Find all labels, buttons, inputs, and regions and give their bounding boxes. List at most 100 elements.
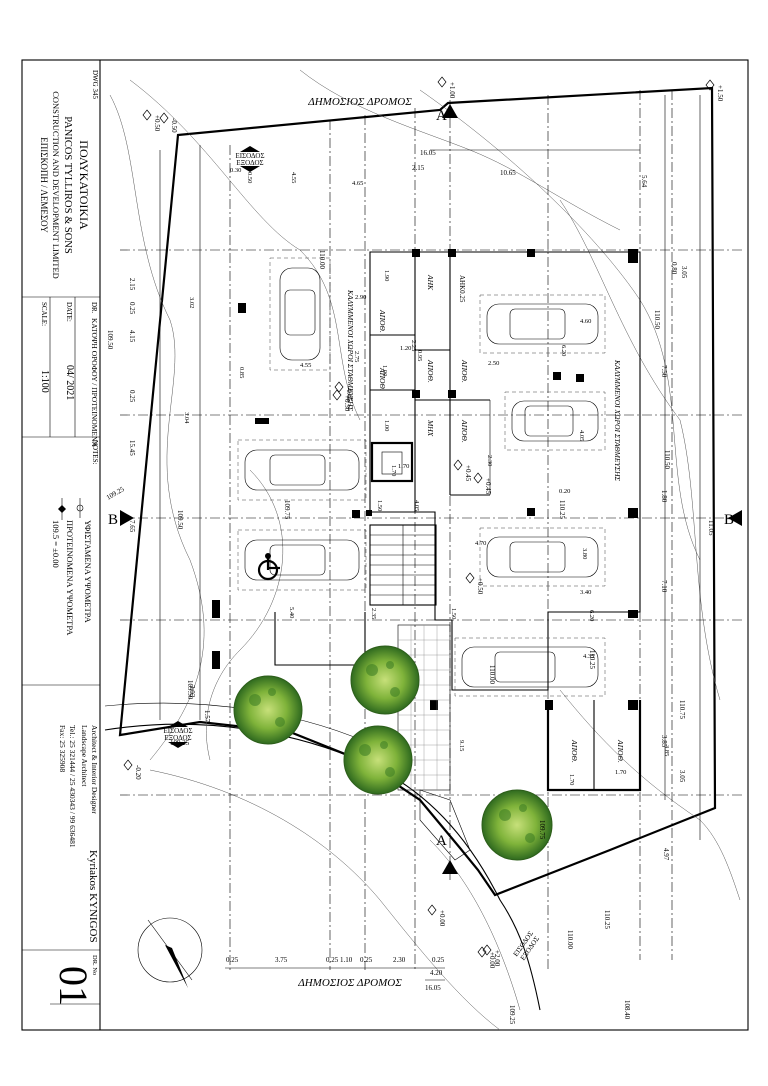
road-label-bottom: ΔΗΜΟΣΙΟΣ ΔΡΟΜΟΣ <box>297 977 402 989</box>
dim-misc-label: 1.90 <box>381 365 388 376</box>
dim-misc-label: 4.60 <box>580 318 591 325</box>
spot-level-label: 110.25 <box>588 650 596 669</box>
dim-misc-label: 0.50 <box>246 172 253 183</box>
dim-misc-label: 2.50 <box>488 360 499 367</box>
date-value: 04/ 2021 <box>64 365 75 400</box>
dim-misc-label: 0.20 <box>559 488 570 495</box>
dim-misc-label: 4.05 <box>578 430 585 441</box>
contour-lines <box>109 69 741 1031</box>
north-arrow-icon <box>137 917 203 988</box>
sheet-no-label: DR. No <box>91 955 98 975</box>
drawing-code: DWG 345 <box>91 70 99 99</box>
scale-label: SCALE: <box>40 302 48 326</box>
plot-boundary <box>104 86 717 1011</box>
car-left-3 <box>237 529 367 591</box>
room-storage-4: ΑΠΟΘ. <box>460 359 469 383</box>
dim-bottom-label: 0.25 <box>360 956 373 964</box>
dim-right-label: 7.50 <box>660 365 668 378</box>
entrance-in-label: ΕΙΣΟΔΟΣ <box>235 152 264 160</box>
dim-misc-label: 3.04 <box>183 412 190 424</box>
dim-right-label: 3.05 <box>680 266 688 279</box>
room-aik: ΑΗΚ <box>426 274 435 291</box>
level-marker-label: +0.50 <box>476 578 484 595</box>
note-proposed-levels: ΠΡΟΤΕΙΝΟΜΕΝΑ ΥΨΟΜΕΤΡΑ <box>65 520 75 636</box>
dim-misc-label: 6.20 <box>560 345 567 356</box>
level-marker-icon <box>123 759 133 771</box>
client-name: PANICOS TYLLIROS & SONS <box>62 116 73 254</box>
dim-right-label: 3.85 <box>660 735 668 748</box>
spot-level-label: 109.75 <box>538 820 546 840</box>
room-storage-7: ΑΠΟΘ. <box>616 739 625 763</box>
dim-top-label: 2.15 <box>412 164 425 172</box>
level-marker-label: +2.00 <box>493 950 501 967</box>
room-labels: ΑΠΟΘ. ΑΠΟΘ. ΑΗΚ ΑΗΚ0.25 ΜΗΧ ΑΠΟΘ. ΑΠΟΘ. … <box>346 274 625 763</box>
level-marker-icon <box>453 459 463 471</box>
dim-right-label: 11.05 <box>707 520 715 536</box>
level-marker-label: -0.20 <box>134 765 142 780</box>
tree-3 <box>343 725 413 795</box>
dim-misc-label: 3.02 <box>188 297 195 308</box>
dim-bottom-label: 2.30 <box>393 956 406 964</box>
proposed-level-symbol <box>58 498 66 520</box>
spot-level-label: 108.40 <box>623 1000 631 1020</box>
dimension-labels: 2.150.254.150.2515.457.653.031.575.640.8… <box>128 149 715 992</box>
dim-bottom-label: 1.10 <box>340 956 353 964</box>
level-marker-label: +0.45 <box>464 465 472 482</box>
dim-misc-label: 6.20 <box>588 610 595 621</box>
entrance-out-label-2: ΕΞΟΔΟΣ <box>164 734 191 742</box>
existing-level-symbol <box>76 498 84 518</box>
level-marker-label: +0.50 <box>153 115 161 132</box>
spot-level-label: 109.50 <box>106 330 114 350</box>
level-markers: +0.50-0.45+0.45+0.50+0.00-0.20+1.00-0.50… <box>123 76 724 969</box>
dim-misc-label: 4.05 <box>413 500 420 511</box>
spot-level-label: 109.50 <box>186 680 194 700</box>
tree-4 <box>481 789 553 861</box>
level-marker-label: +0.00 <box>438 910 446 927</box>
dim-bottom-label: 4.20 <box>430 969 443 977</box>
date-label: DATE: <box>65 302 73 322</box>
level-marker-icon <box>705 79 715 91</box>
room-storage-5: ΑΠΟΘ. <box>460 419 469 443</box>
firm-tel: Tel.: 25 321444 / 25 430343 / 99 636481 <box>68 725 77 848</box>
dim-misc-label: 0.95 <box>416 350 423 361</box>
spot-level-label: 109.25 <box>508 1005 516 1025</box>
level-marker-icon <box>142 109 152 121</box>
room-storage-1: ΑΠΟΘ. <box>378 309 387 333</box>
dim-misc-label: 1.20 <box>400 345 411 352</box>
dim-bottom-label: 0.25 <box>326 956 339 964</box>
spot-levels: 109.25109.25109.50109.75109.50110.00110.… <box>105 250 686 1025</box>
section-a-bottom-label: A <box>436 833 447 849</box>
dr-value: ΚΑΤΟΨΗ ΟΡΟΦΟΥ / ΠΡΟΤΕΙΝΟΜΕΝΑ <box>90 318 99 447</box>
structural-columns <box>212 249 638 710</box>
section-b-right-label: B <box>724 512 734 528</box>
building-outline <box>212 249 642 792</box>
dim-right-label: 1.80 <box>660 490 668 503</box>
dr-label: DR. <box>90 302 98 314</box>
dim-right-label: 7.10 <box>660 580 668 593</box>
dim-left-label: 2.15 <box>128 278 136 291</box>
dim-left-label: 0.25 <box>128 302 136 315</box>
entrance-sign-bottom: ΕΙΣΟΔΟΣ ΕΞΟΔΟΣ <box>512 930 541 962</box>
level-marker-label: -0.45 <box>345 387 353 402</box>
section-b-left-label: B <box>108 512 118 528</box>
dim-misc-label: 2.25 <box>410 340 417 351</box>
level-marker-icon <box>473 472 483 484</box>
dim-misc-label: 1.50 <box>450 608 457 619</box>
entrance-out-label: ΕΞΟΔΟΣ <box>236 159 263 167</box>
parking-bays <box>237 257 606 697</box>
dim-left-label: 7.65 <box>128 520 136 533</box>
dim-misc-label: 1.90 <box>383 270 390 281</box>
dim-left-label: 4.15 <box>128 330 136 343</box>
dim-misc-label: 4.70 <box>475 540 486 547</box>
level-marker-label: -0.50 <box>170 118 178 133</box>
dim-right-label: 3.05 <box>678 770 686 783</box>
room-storage-2: ΑΠΟΘ. <box>378 367 387 391</box>
dimension-lines <box>159 95 701 981</box>
dim-misc-label: 9.15 <box>458 740 465 751</box>
firm-role-landscape: Landscape Architect <box>80 725 89 787</box>
car-right-4 <box>454 637 606 697</box>
dim-right-label: 4.97 <box>662 848 670 861</box>
dim-misc-label: 3.85 <box>663 745 670 756</box>
spot-level-label: 109.25 <box>170 739 190 747</box>
dim-misc-label: 2.75 <box>353 351 360 362</box>
